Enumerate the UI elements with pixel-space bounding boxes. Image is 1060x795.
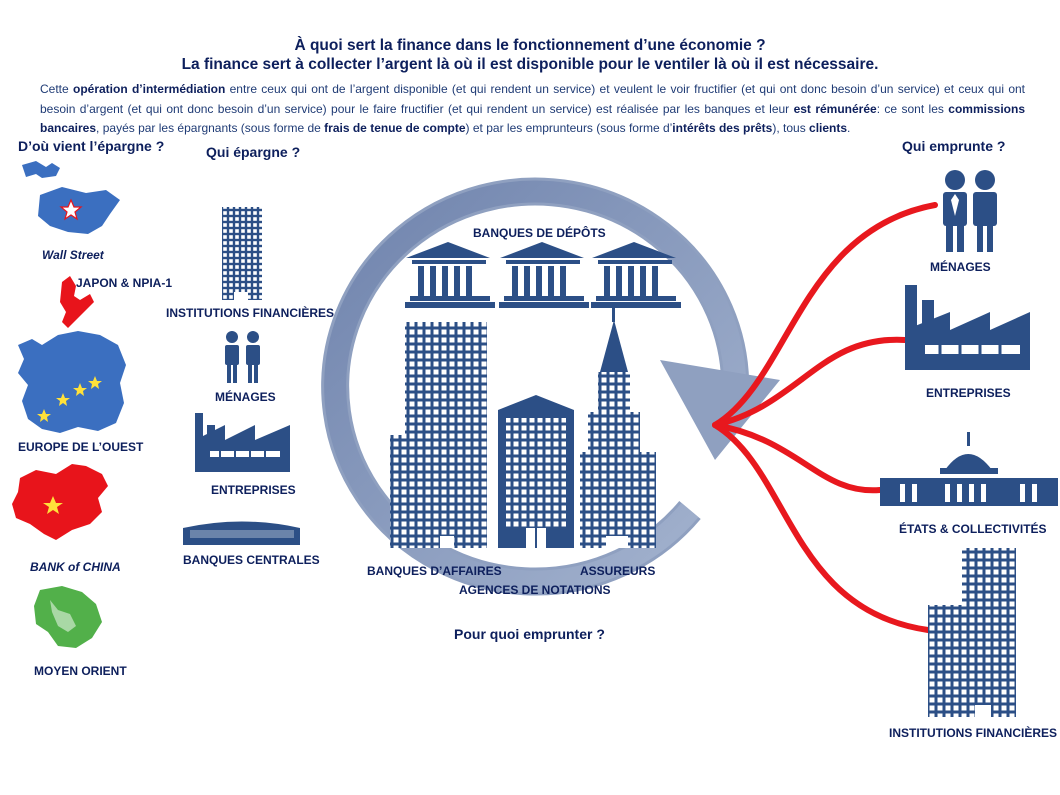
label-banques-affaires: BANQUES D’AFFAIRES	[367, 564, 502, 578]
heading-why-borrow: Pour quoi emprunter ?	[454, 626, 605, 642]
map-middle-east	[34, 586, 102, 648]
investment-bank-towers	[390, 322, 487, 548]
label-japon: JAPON & NPIA-1	[76, 276, 173, 290]
rating-agency-building	[498, 395, 574, 548]
label-saver-banques-centrales: BANQUES CENTRALES	[183, 553, 320, 567]
label-agences-notations: AGENCES DE NOTATIONS	[459, 583, 611, 597]
heading-borrowers: Qui emprunte ?	[902, 138, 1006, 154]
label-europe: EUROPE DE L’OUEST	[18, 440, 144, 454]
title-question: À quoi sert la finance dans le fonctionn…	[294, 37, 766, 54]
label-borrower-menages: MÉNAGES	[930, 260, 991, 274]
saver-companies-factory	[195, 413, 290, 472]
label-assureurs: ASSUREURS	[580, 564, 656, 578]
map-north-america	[22, 161, 120, 234]
deposit-bank-2	[499, 242, 589, 308]
label-borrower-etats: ÉTATS & COLLECTIVITÉS	[899, 522, 1047, 536]
map-europe	[18, 331, 126, 433]
heading-origin: D’où vient l’épargne ?	[18, 138, 165, 154]
label-borrower-institutions: INSTITUTIONS FINANCIÈRES	[889, 726, 1058, 740]
saver-central-banks-building	[183, 521, 300, 545]
saver-institutions-building	[222, 207, 262, 300]
borrower-states-capitol	[880, 432, 1058, 506]
cycle-arrow	[321, 177, 780, 596]
deposit-bank-3	[591, 242, 681, 308]
label-saver-institutions: INSTITUTIONS FINANCIÈRES	[166, 306, 335, 320]
label-moyen-orient: MOYEN ORIENT	[34, 664, 127, 678]
label-saver-entreprises: ENTREPRISES	[211, 483, 296, 497]
label-wall-street: Wall Street	[42, 248, 104, 262]
deposit-bank-1	[405, 242, 495, 308]
saver-households-icon	[225, 331, 260, 383]
map-japan	[60, 276, 94, 328]
intro-paragraph: Cette opération d’intermédiation entre c…	[40, 82, 1026, 135]
label-saver-menages: MÉNAGES	[215, 390, 276, 404]
borrower-households-icon	[943, 170, 997, 252]
map-china	[12, 464, 108, 540]
heading-savers: Qui épargne ?	[206, 144, 301, 160]
borrow-flows	[712, 202, 938, 633]
borrower-companies-factory	[905, 285, 1030, 370]
insurers-tower	[580, 308, 656, 548]
label-bank-of-china: BANK of CHINA	[30, 560, 121, 574]
label-banques-depots: BANQUES DE DÉPÔTS	[473, 226, 606, 240]
title-answer: La finance sert à collecter l’argent là …	[181, 56, 879, 73]
borrower-institutions-buildings	[928, 548, 1016, 717]
label-borrower-entreprises: ENTREPRISES	[926, 386, 1011, 400]
